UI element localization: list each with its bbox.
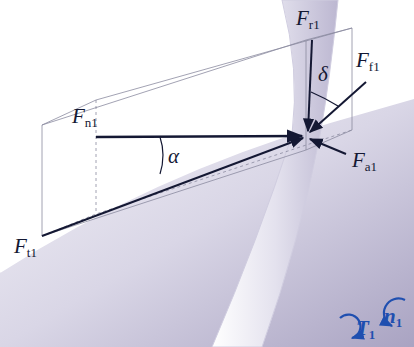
alpha-arc (160, 137, 163, 174)
angle-label: δ (318, 64, 328, 85)
force-label: Ff1 (356, 50, 380, 73)
delta-arc (311, 92, 338, 106)
force-box (42, 28, 352, 236)
gear-tooth (212, 0, 338, 347)
angle-label: α (168, 146, 179, 167)
force-label: Fn1 (72, 106, 98, 129)
force-label: T1 (356, 318, 375, 341)
force-label: n1 (384, 306, 402, 329)
force-arrows (42, 40, 366, 236)
gear-body (0, 98, 414, 347)
force-label: Fr1 (296, 8, 320, 31)
force-label: Fa1 (352, 150, 377, 173)
force-label: Ft1 (14, 236, 37, 259)
